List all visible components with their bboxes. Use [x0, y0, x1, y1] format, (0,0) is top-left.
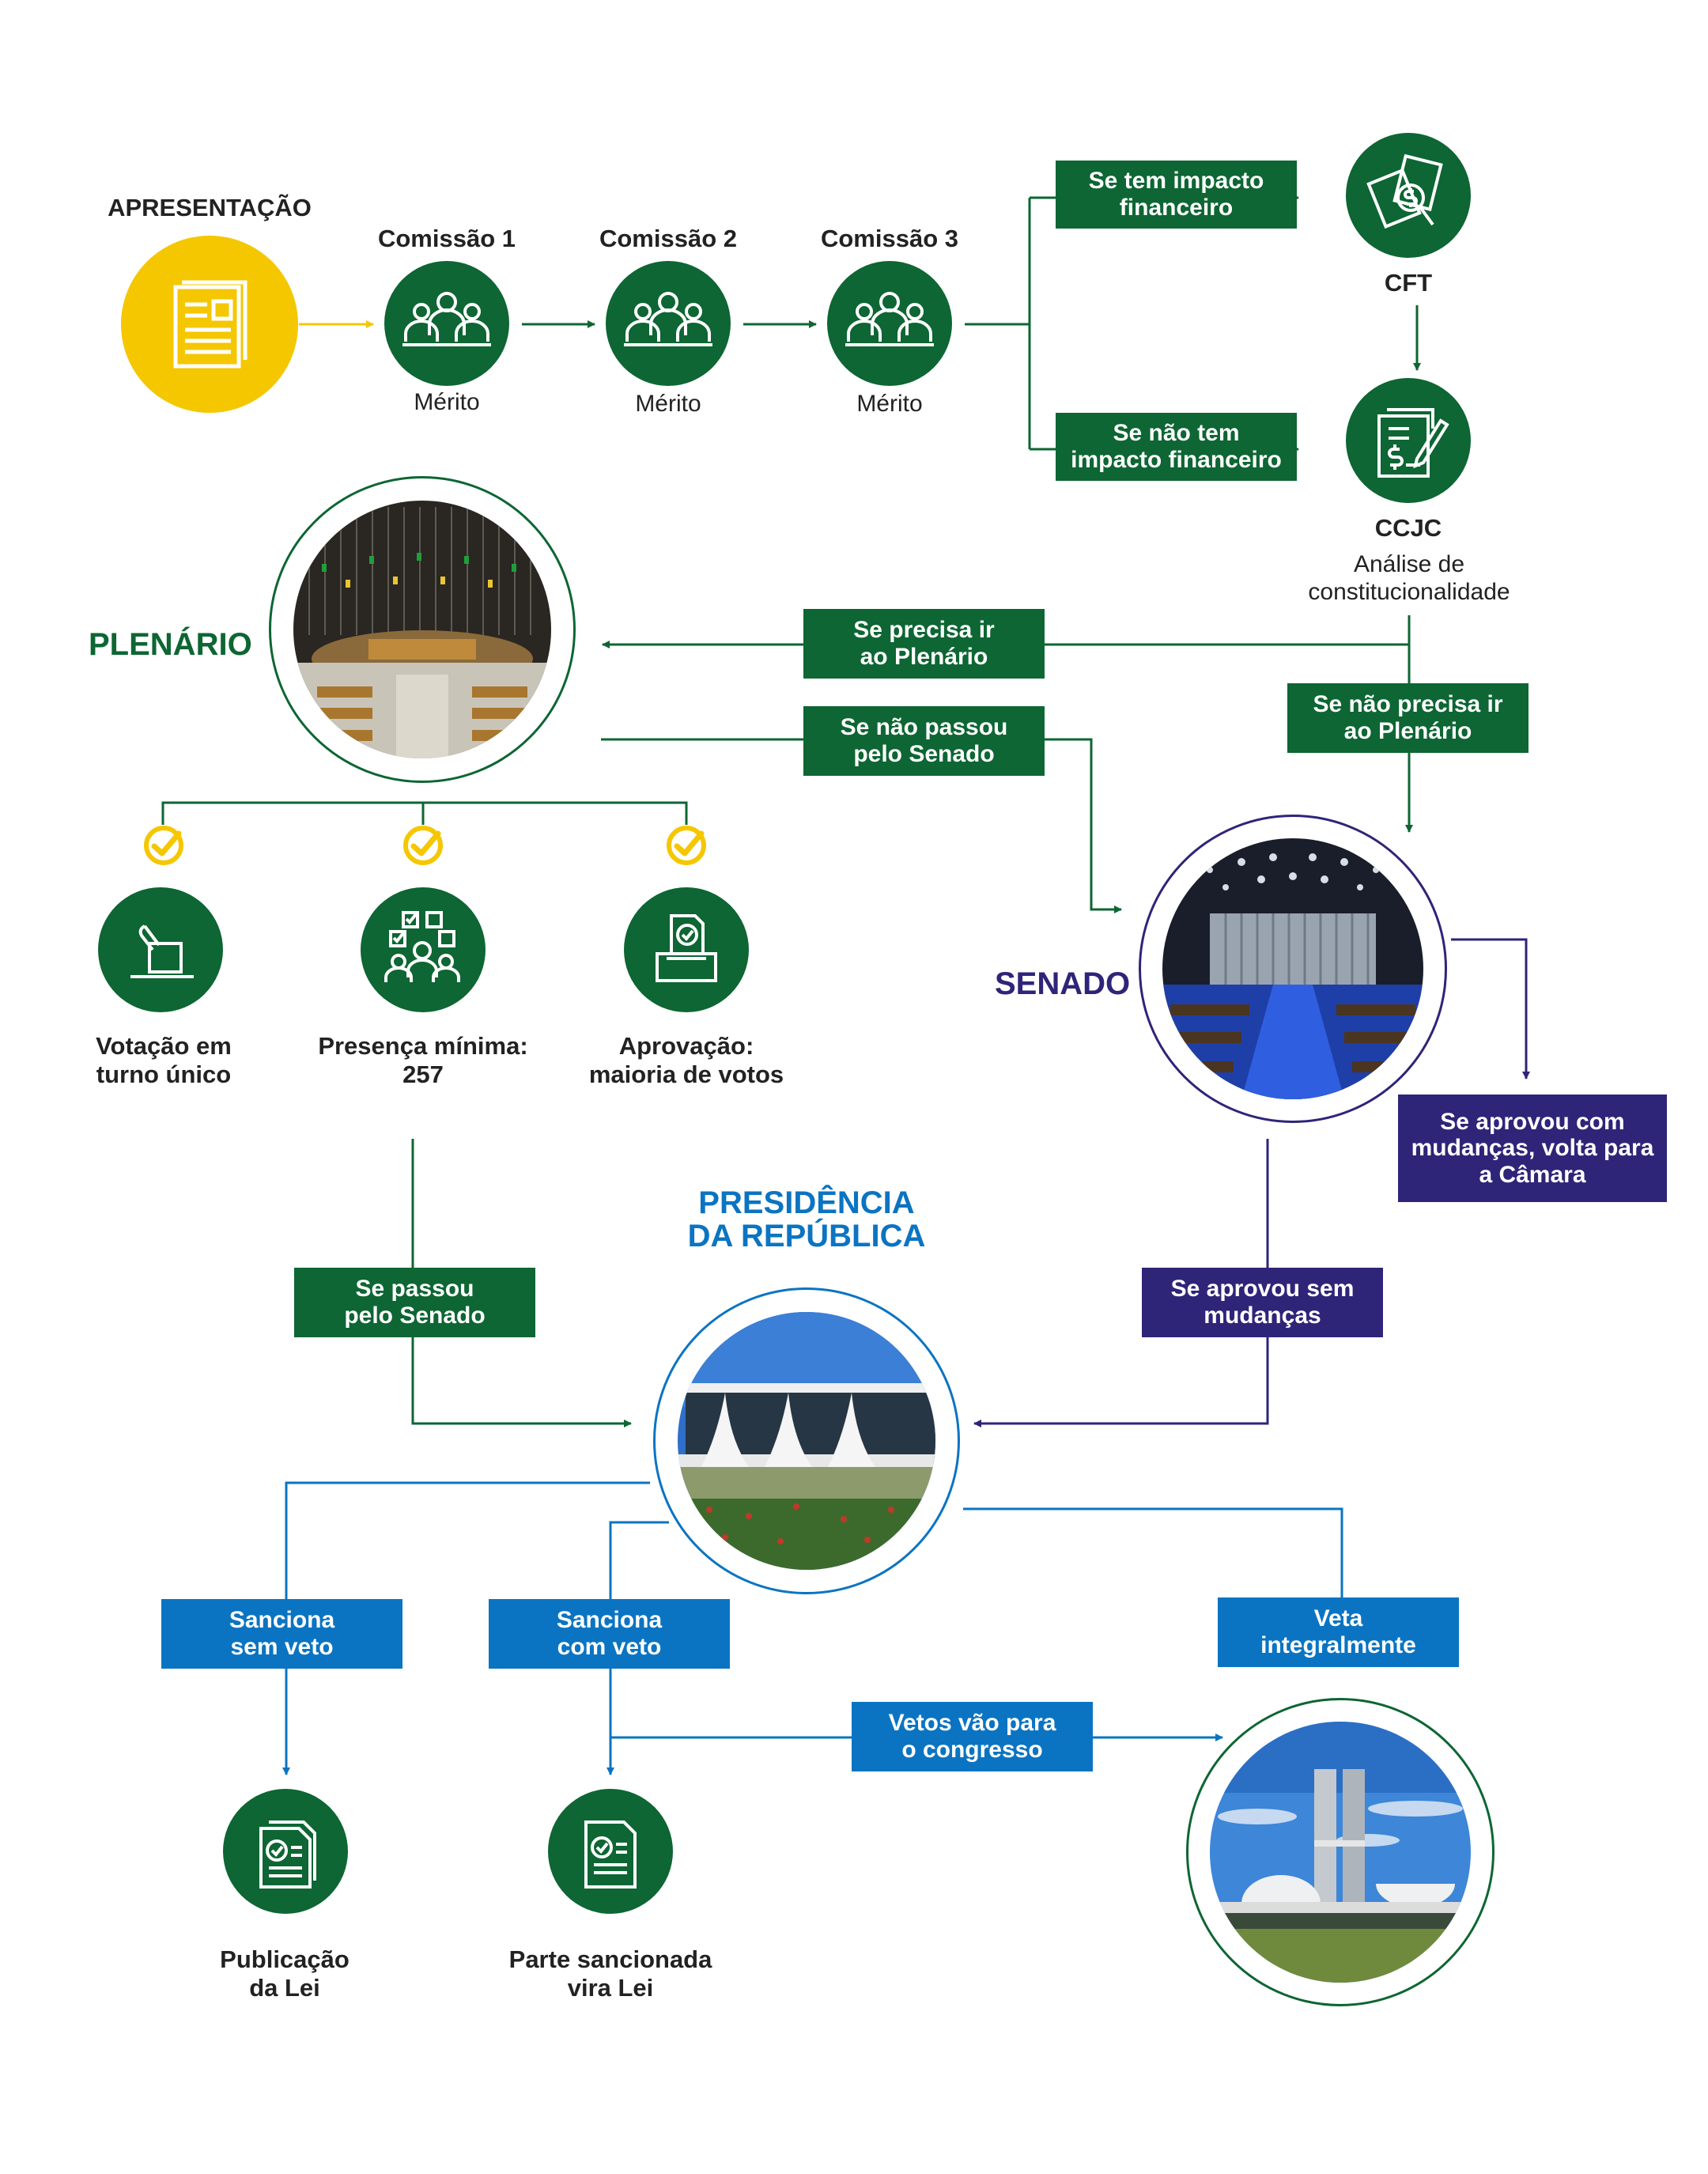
ccjc-label: CCJC: [1374, 514, 1442, 542]
document-approved-icon: [259, 1820, 316, 1889]
attendance-check-icon: [384, 911, 460, 982]
plenario-label: PLENÁRIO: [89, 627, 252, 662]
parte-label: Parte sancionada vira Lei: [508, 1945, 712, 2002]
senado-photo: [1139, 815, 1447, 1123]
comissao-2-node: [606, 261, 731, 386]
aprovou-com-mudancas-box: Se aprovou com mudanças, volta para a Câ…: [1398, 1095, 1667, 1202]
comissao-3-node: [827, 261, 952, 386]
presenca-node: [361, 887, 486, 1012]
vetos-congresso-box: Vetos vão para o congresso: [852, 1702, 1093, 1771]
aprovou-sem-mudancas-box: Se aprovou sem mudanças: [1142, 1268, 1383, 1337]
votacao-node: [98, 887, 223, 1012]
document-icon: [173, 280, 248, 369]
comissao-3-sub: Mérito: [856, 391, 923, 417]
comissao-1-sub: Mérito: [414, 389, 480, 415]
passou-senado-box: Se passou pelo Senado: [294, 1268, 535, 1337]
apresentacao-label: APRESENTAÇÃO: [108, 194, 312, 221]
ccjc-node: [1346, 378, 1471, 503]
publicacao-label: Publicação da Lei: [220, 1945, 350, 2002]
votacao-label: Votação em turno único: [96, 1032, 232, 1088]
checkmark-circle-icon: [667, 826, 706, 865]
cft-label: CFT: [1384, 269, 1433, 297]
senado-chamber-image: [1162, 838, 1423, 1099]
ballot-box-icon: [656, 914, 717, 982]
planalto-palace-image: [678, 1312, 935, 1570]
congresso-nacional-image: [1210, 1722, 1471, 1983]
checkmark-circle-icon: [403, 826, 443, 865]
contract-signing-icon: [1377, 408, 1449, 478]
cft-node: [1346, 133, 1471, 258]
comissao-2-sub: Mérito: [635, 391, 701, 417]
people-group-icon: [402, 292, 491, 346]
publicacao-node: [223, 1789, 348, 1914]
nao-precisa-plenario-box: Se não precisa ir ao Plenário: [1287, 683, 1529, 753]
comissao-1-title: Comissão 1: [377, 225, 516, 252]
checkmark-circle-icon: [144, 826, 183, 865]
money-documents-icon: [1366, 153, 1443, 229]
ccjc-sub: Análise de constitucionalidade: [1308, 551, 1510, 605]
presidencia-label: PRESIDÊNCIA DA REPÚBLICA: [687, 1185, 926, 1253]
sanciona-sem-veto-box: Sanciona sem veto: [161, 1599, 402, 1669]
precisa-plenario-box: Se precisa ir ao Plenário: [803, 609, 1045, 679]
document-approved-icon: [584, 1820, 637, 1889]
veta-box: Veta integralmente: [1218, 1597, 1459, 1667]
plenario-photo: [269, 476, 576, 783]
plenario-chamber-image: [293, 501, 551, 758]
aprovacao-node: [624, 887, 749, 1012]
congresso-photo: [1186, 1698, 1494, 2006]
nao-passou-senado-box: Se não passou pelo Senado: [803, 706, 1045, 776]
apresentacao-node: [121, 236, 298, 413]
people-group-icon: [845, 292, 934, 346]
comissao-1-node: [384, 261, 509, 386]
people-group-icon: [624, 292, 712, 346]
aprovacao-label: Aprovação: maioria de votos: [588, 1032, 784, 1088]
sem-impacto-box: Se não tem impacto financeiro: [1056, 413, 1297, 481]
senado-label: SENADO: [995, 966, 1131, 1001]
ballot-hand-icon: [130, 924, 194, 978]
parte-node: [548, 1789, 673, 1914]
comissao-2-title: Comissão 2: [599, 225, 737, 252]
impacto-box: Se tem impacto financeiro: [1056, 161, 1297, 229]
presidencia-photo: [653, 1287, 960, 1594]
presenca-label: Presença mínima: 257: [318, 1032, 528, 1088]
comissao-3-title: Comissão 3: [820, 225, 958, 252]
sanciona-com-veto-box: Sanciona com veto: [489, 1599, 730, 1669]
